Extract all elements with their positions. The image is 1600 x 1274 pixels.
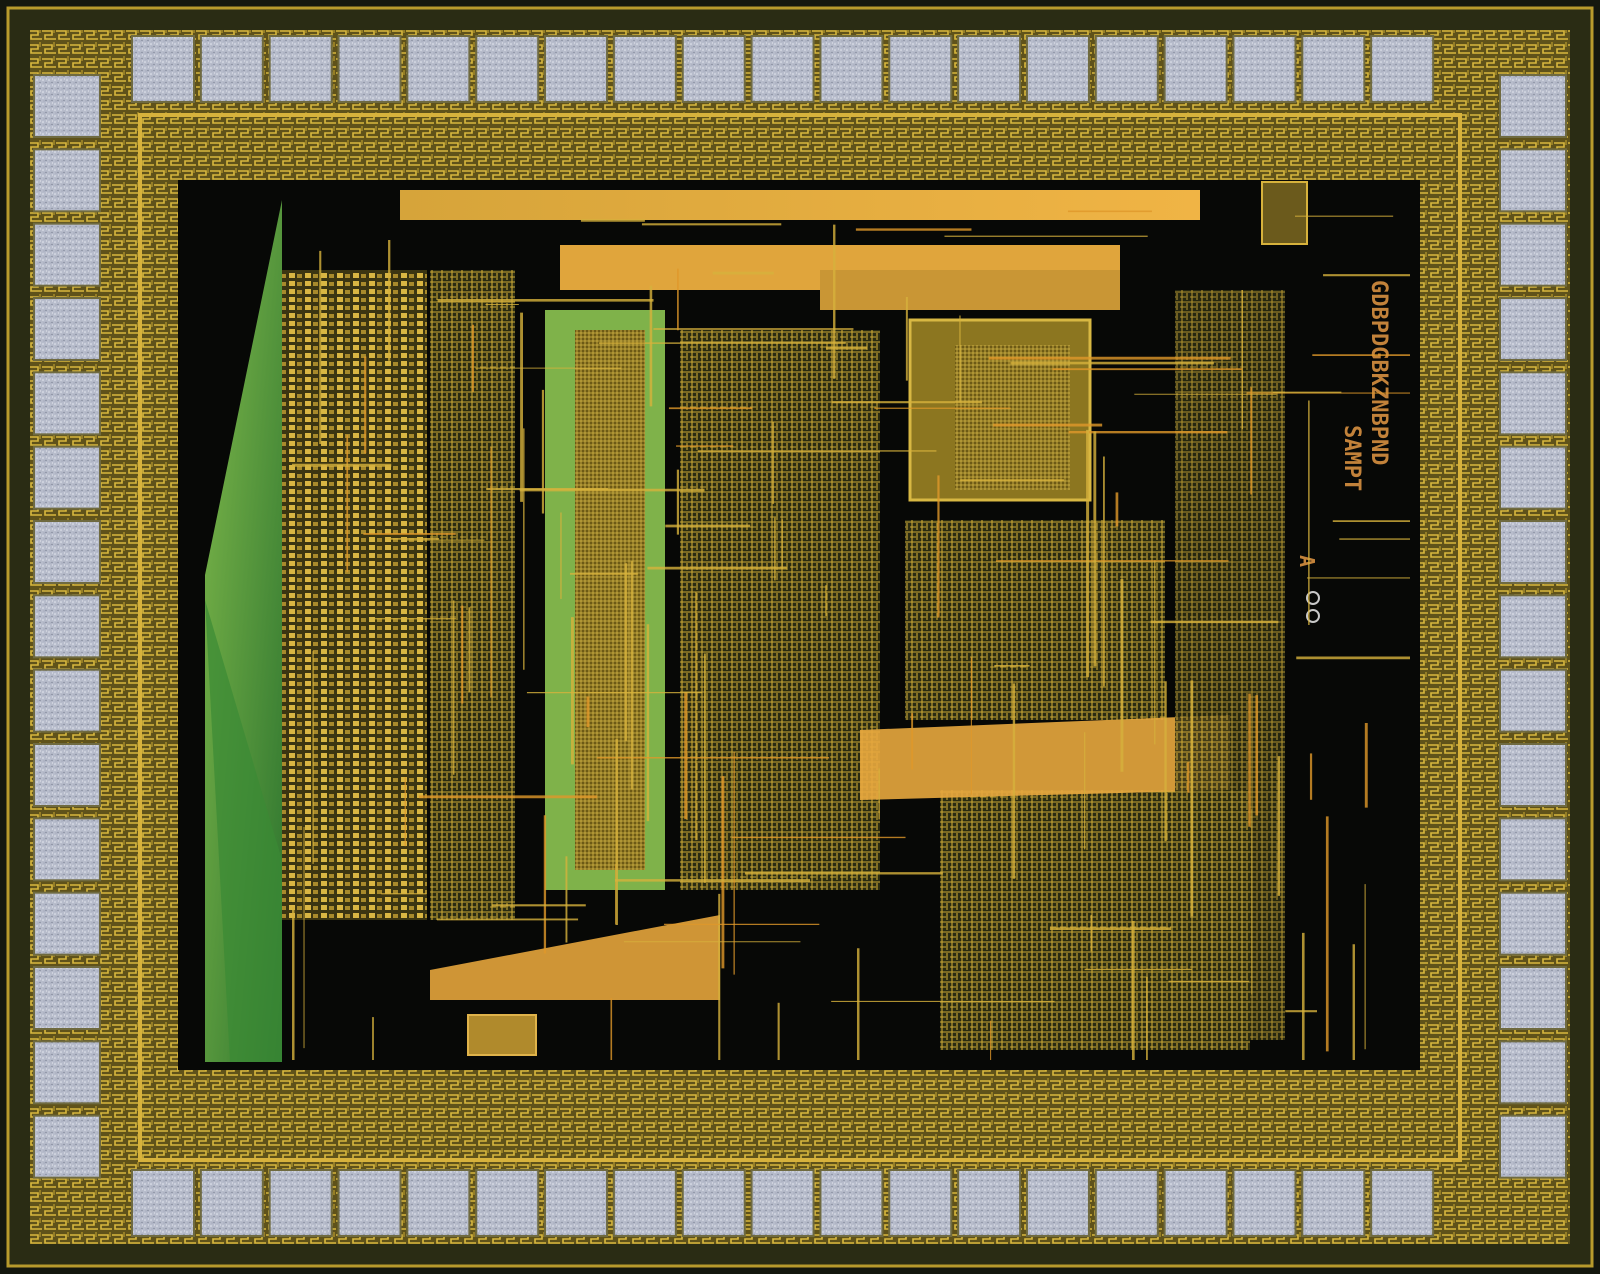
bond-pad-bottom [268,1169,333,1237]
bond-pad-right [1499,668,1567,733]
bond-pad-top [544,35,609,103]
bond-pad-right [1499,817,1567,882]
bond-pad-right [1499,743,1567,807]
bond-pad-left [33,891,101,956]
right-trace-region [1175,290,1285,1040]
die-marking-line2: SAMPT [1339,425,1364,491]
bond-pad-right [1499,1114,1567,1179]
top-orange-bar-3 [820,270,1120,310]
pads-left-column [33,74,101,1179]
bond-pad-top [1301,35,1366,103]
metal-traces [292,210,1410,1060]
die-logo-circle-2 [1306,609,1320,623]
bond-pad-left [33,520,101,584]
bond-pad-bottom [337,1169,402,1237]
bond-pad-bottom [1232,1169,1297,1237]
green-triangle-lower [205,600,282,1062]
bond-pad-bottom [612,1169,677,1237]
bond-pad-top [406,35,471,103]
bond-pad-right [1499,1040,1567,1105]
bottom-small-block [467,1014,537,1056]
bond-pad-top [888,35,953,103]
top-right-square [1261,181,1308,245]
bond-pad-bottom [1301,1169,1366,1237]
bond-pad-top [199,35,264,103]
bond-pad-bottom [1163,1169,1228,1237]
bond-pad-right [1499,297,1567,361]
left-logic-array [282,270,427,920]
bond-pad-right [1499,148,1567,213]
bond-pad-top [681,35,746,103]
bond-pad-right [1499,371,1567,436]
bond-pad-left [33,817,101,882]
center-logic-field [680,330,880,890]
bond-pad-top [750,35,815,103]
bond-pad-bottom [475,1169,540,1237]
bond-pad-right [1499,891,1567,956]
bond-pad-top [1232,35,1297,103]
die-marking-line1: GDBPDGBKZNBPND [1366,280,1391,465]
bond-pad-left [33,297,101,361]
bond-pad-top [268,35,333,103]
bond-pad-left [33,222,101,287]
pads-top-row [131,35,1435,103]
bond-pad-top [475,35,540,103]
bond-pad-right [1499,520,1567,584]
bond-pad-bottom [1025,1169,1090,1237]
memory-array [955,345,1070,490]
bond-pad-top [337,35,402,103]
bond-pad-bottom [199,1169,264,1237]
bond-pad-right [1499,222,1567,287]
bond-pad-top [612,35,677,103]
bond-pad-right [1499,594,1567,659]
bond-pad-left [33,74,101,138]
bond-pad-top [1094,35,1159,103]
center-green-block-grid [575,330,645,870]
bond-pad-bottom [544,1169,609,1237]
die-logo-circle [1306,591,1320,605]
bond-pad-top [1025,35,1090,103]
bond-pad-top [957,35,1022,103]
bond-pad-bottom [406,1169,471,1237]
bond-pad-left [33,148,101,213]
bond-pad-left [33,1040,101,1105]
bond-pad-right [1499,74,1567,138]
bond-pad-left [33,371,101,436]
bond-pad-bottom [1094,1169,1159,1237]
bond-pad-top [131,35,195,103]
pads-bottom-row [131,1169,1435,1237]
bond-pad-bottom [957,1169,1022,1237]
bond-pad-left [33,594,101,659]
bond-pad-right [1499,966,1567,1030]
io-ring-inner-border [138,113,1462,1162]
die-marking-mark: A [1295,555,1319,567]
right-logic-field [905,520,1165,720]
bond-pad-bottom [819,1169,884,1237]
bond-pad-right [1499,445,1567,510]
bond-pad-top [1163,35,1228,103]
bond-pad-left [33,668,101,733]
pads-right-column [1499,74,1567,1179]
orange-band-bottom [430,915,720,1000]
bond-pad-left [33,966,101,1030]
bond-pad-bottom [750,1169,815,1237]
bond-pad-bottom [681,1169,746,1237]
orange-band-middle [860,715,1230,800]
bond-pad-bottom [131,1169,195,1237]
bond-pad-left [33,743,101,807]
bond-pad-left [33,1114,101,1179]
bond-pad-bottom [888,1169,953,1237]
bond-pad-top [1370,35,1435,103]
top-orange-bar [400,190,1200,220]
bond-pad-top [819,35,884,103]
bond-pad-bottom [1370,1169,1435,1237]
bond-pad-left [33,445,101,510]
